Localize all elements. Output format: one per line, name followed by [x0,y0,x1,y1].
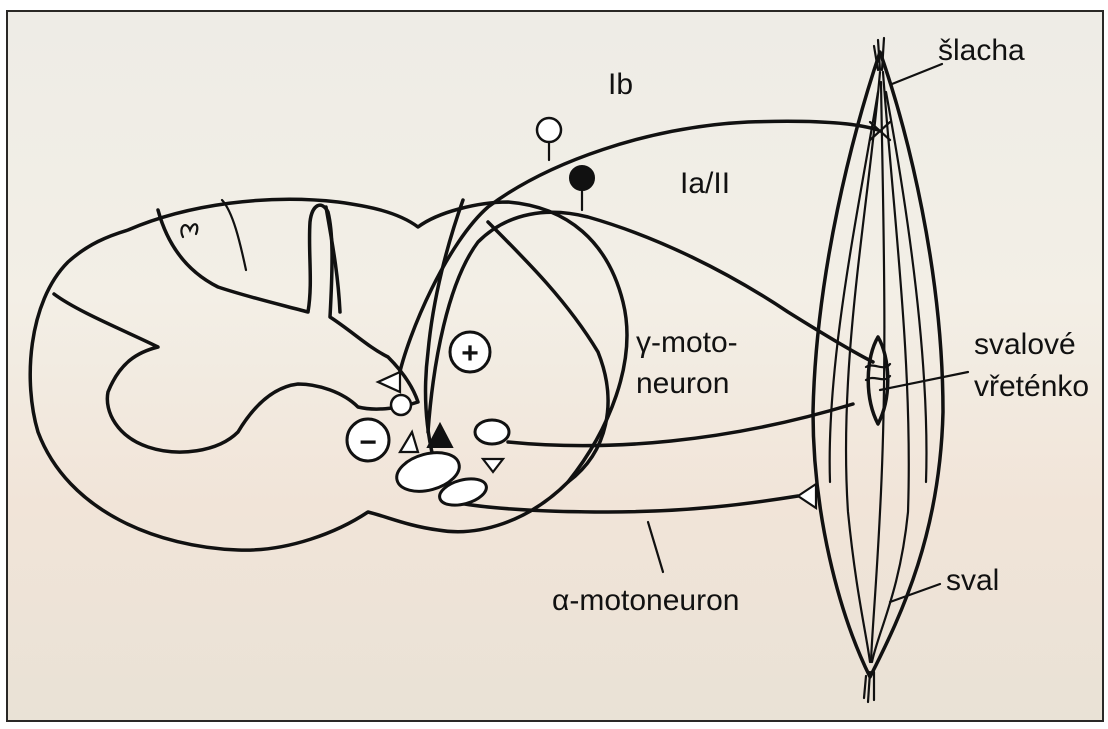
dorsal-fiber [181,224,197,237]
central-line [326,207,340,312]
muscle-label: sval [946,564,999,597]
alpha-axon [453,496,798,512]
spindle-label-line1: svalové [974,328,1076,361]
ia-ganglion-cell [570,166,594,190]
gamma-label-line1: γ-moto- [636,326,738,359]
gamma-synapse [483,459,503,472]
gamma-axon [508,404,853,446]
muscle-fiber-3 [871,82,884,662]
muscle-leader [890,584,940,602]
small-interneuron [391,395,411,415]
spindle-label-line2: vřeténko [974,370,1089,403]
gamma-label-line2: neuron [636,367,729,400]
ia-ii-label: Ia/II [680,167,730,200]
reflex-diagram: + − šlacha Ib Ia/II γ-moto- neuron svalo… [8,12,1104,722]
excitatory-sign: + [461,337,479,370]
tendon-bottom [864,672,874,702]
inhibitory-synapse [400,432,418,452]
muscle-fiber-5 [886,92,926,482]
dorsal-root-line [222,200,246,270]
alpha-motor-endplate [798,484,816,508]
alpha-leader [648,522,663,572]
ib-label: Ib [608,68,633,101]
spinal-cord-outline [30,199,627,550]
inhibitory-sign: − [359,426,377,459]
grey-matter [54,205,418,452]
ib-ganglion-cell [537,118,561,142]
ia-synapse-filled [428,424,452,447]
diagram-frame: + − šlacha Ib Ia/II γ-moto- neuron svalo… [6,10,1104,722]
gamma-motoneuron-soma [475,420,509,444]
alpha-label: α-motoneuron [552,584,739,617]
ib-synapse-open [378,372,400,392]
ia-inner-curve [488,222,608,482]
tendon-leader [892,64,942,84]
tendon-label: šlacha [938,34,1025,67]
